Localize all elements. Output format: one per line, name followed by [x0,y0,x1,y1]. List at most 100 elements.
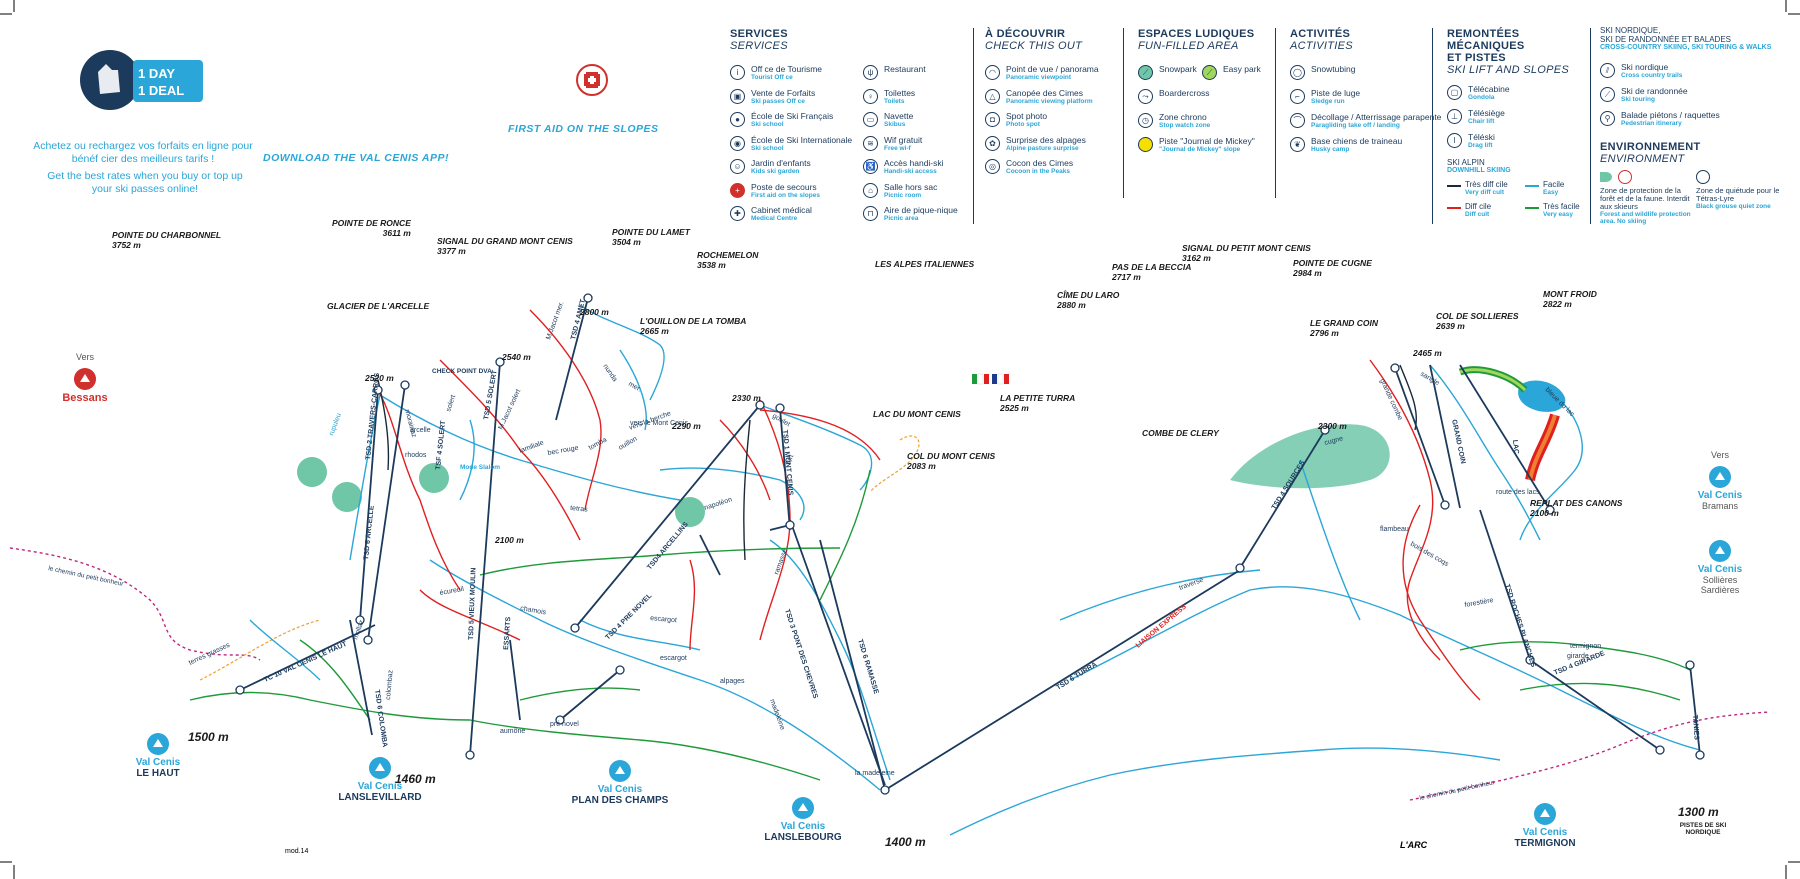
legend-activites-header: ACTIVITÉS ACTIVITIES [1290,28,1353,52]
legend-env-items: Zone de protection de la forêt et de la … [1600,170,1790,230]
bus-icon: ▭ [863,112,878,127]
legend-item-label: Restaurant [884,64,926,74]
link-sollieres[interactable]: Val Cenis Sollières Sardières [1690,540,1750,595]
legend-item-sublabel: Ski school [751,144,784,152]
legend-item-sublabel: Medical Centre [751,215,798,222]
slope-label: arcelle [410,427,431,434]
slope-label: M.Jacot solert [497,388,522,430]
legend-separator [1275,28,1276,198]
station-altitude: 2300 m [1318,421,1347,431]
picnic-area-icon: ⊓ [863,206,878,221]
village-brand: Val Cenis [780,821,826,832]
esf-icon: ● [730,112,745,127]
touring-icon: ⟋ [1600,87,1615,102]
peak-name: POINTE DE CUGNE [1293,258,1372,268]
legend-item-sublabel: Tourist Off ce [751,74,793,81]
peak-label: GLACIER DE L'ARCELLE [327,301,429,311]
legend-item-sublabel: Cocoon in the Peaks [1006,168,1070,175]
peak-altitude: 2984 m [1293,268,1322,278]
sollieres-brand: Val Cenis [1697,564,1743,575]
peak-altitude: 2639 m [1436,321,1465,331]
link-bramans[interactable]: Vers Val Cenis Bramans [1690,450,1750,511]
slope-label: morainaz [403,409,417,439]
legend-env-subtitle: ENVIRONMENT [1600,153,1685,165]
camera-icon: ◘ [985,112,1000,127]
peak-name: L'OUILLON DE LA TOMBA [640,316,747,326]
legend-separator [1123,28,1124,198]
legend-item: ⟋Snowpark [1138,64,1197,86]
difficulty-sublabel: Very diff cult [1465,189,1505,196]
peak-name: COL DU MONT CENIS [907,451,996,461]
peak-name: REPLAT DES CANONS [1530,498,1623,508]
slope-label: chamois [520,605,547,617]
peak-name: POINTE DU CHARBONNEL [112,230,222,240]
legend-item-sublabel: Free wi-f [884,144,911,152]
easy-slopes [249,304,1701,836]
slope-label: forestière [1464,597,1494,609]
legend-item-sublabel: Panoramic viewing platform [1006,97,1093,105]
legend-item-label: Vente de Forfaits [751,87,816,98]
slope-label: escargot [660,655,687,662]
vers-label: Vers [75,352,94,362]
restaurant-icon: ψ [863,65,878,80]
peak-altitude: 3162 m [1182,253,1211,263]
village-name: LANSLEVILLARD [338,792,422,803]
legend-item-label: École de Ski Français [751,111,834,121]
peak-name: ROCHEMELON [697,250,759,260]
lift-label: TSD 6 TURRA [1055,661,1098,691]
first-aid-caption: FIRST AID ON THE SLOPES [508,123,659,135]
station-altitude: 2540 m [502,352,531,362]
no-skiing-icon [1618,170,1632,184]
lift-label: ESSARTS [503,616,512,650]
link-bessans[interactable]: Vers Bessans [60,352,110,404]
legend-item-label: Navette [884,111,914,121]
chrono-icon: ◷ [1138,113,1153,128]
peak-name: COL DE SOLLIERES [1436,311,1519,321]
medical-icon: ✚ [730,206,745,221]
village-name: LE HAUT [136,768,180,779]
legend-activites-subtitle: ACTIVITIES [1290,40,1353,52]
peak-altitude: 2665 m [640,326,669,336]
info-icon: i [730,65,745,80]
legend-item-sublabel: Husky camp [1311,146,1350,153]
env-protection-en: Forest and wildlife protection area. No … [1600,211,1691,225]
mountain-pin-icon [74,368,96,390]
slope-label: solert [445,394,457,412]
snowpark-zone-2 [332,482,362,512]
lift-label: TSD 4 PRE NOVEL [604,592,653,641]
legend-item-sublabel: Stop watch zone [1159,122,1211,129]
station-altitude: 2800 m [580,307,609,317]
station-altitude: 2330 m [732,393,761,403]
gondola-icon: ▢ [1447,85,1462,100]
legend-item: ◯Snowtubing [1290,64,1355,86]
esi-icon: ◉ [730,135,745,151]
chemin-petit-bonheur-label: le chemin du petit bonheur [1419,779,1496,802]
env-grouse-fr: Zone de quiétude pour le Tétras-Lyre [1696,186,1780,203]
paraglide-icon: ⌒ [1290,113,1305,128]
legend-item-label: Télécabine [1468,84,1510,94]
download-app-link[interactable]: DOWNLOAD THE VAL CENIS APP! [263,152,449,164]
lift-label: LAC [1511,439,1519,454]
chemin-petit-bonheur-label: le chemin du petit bonheur [48,565,125,588]
mountain-pin-icon [369,757,391,779]
legend-item-label: Cabinet médical [751,205,812,215]
one-day-one-deal-badge: 1 DAY 1 DEAL [80,50,203,110]
larc-label: L'ARC [1400,840,1428,850]
